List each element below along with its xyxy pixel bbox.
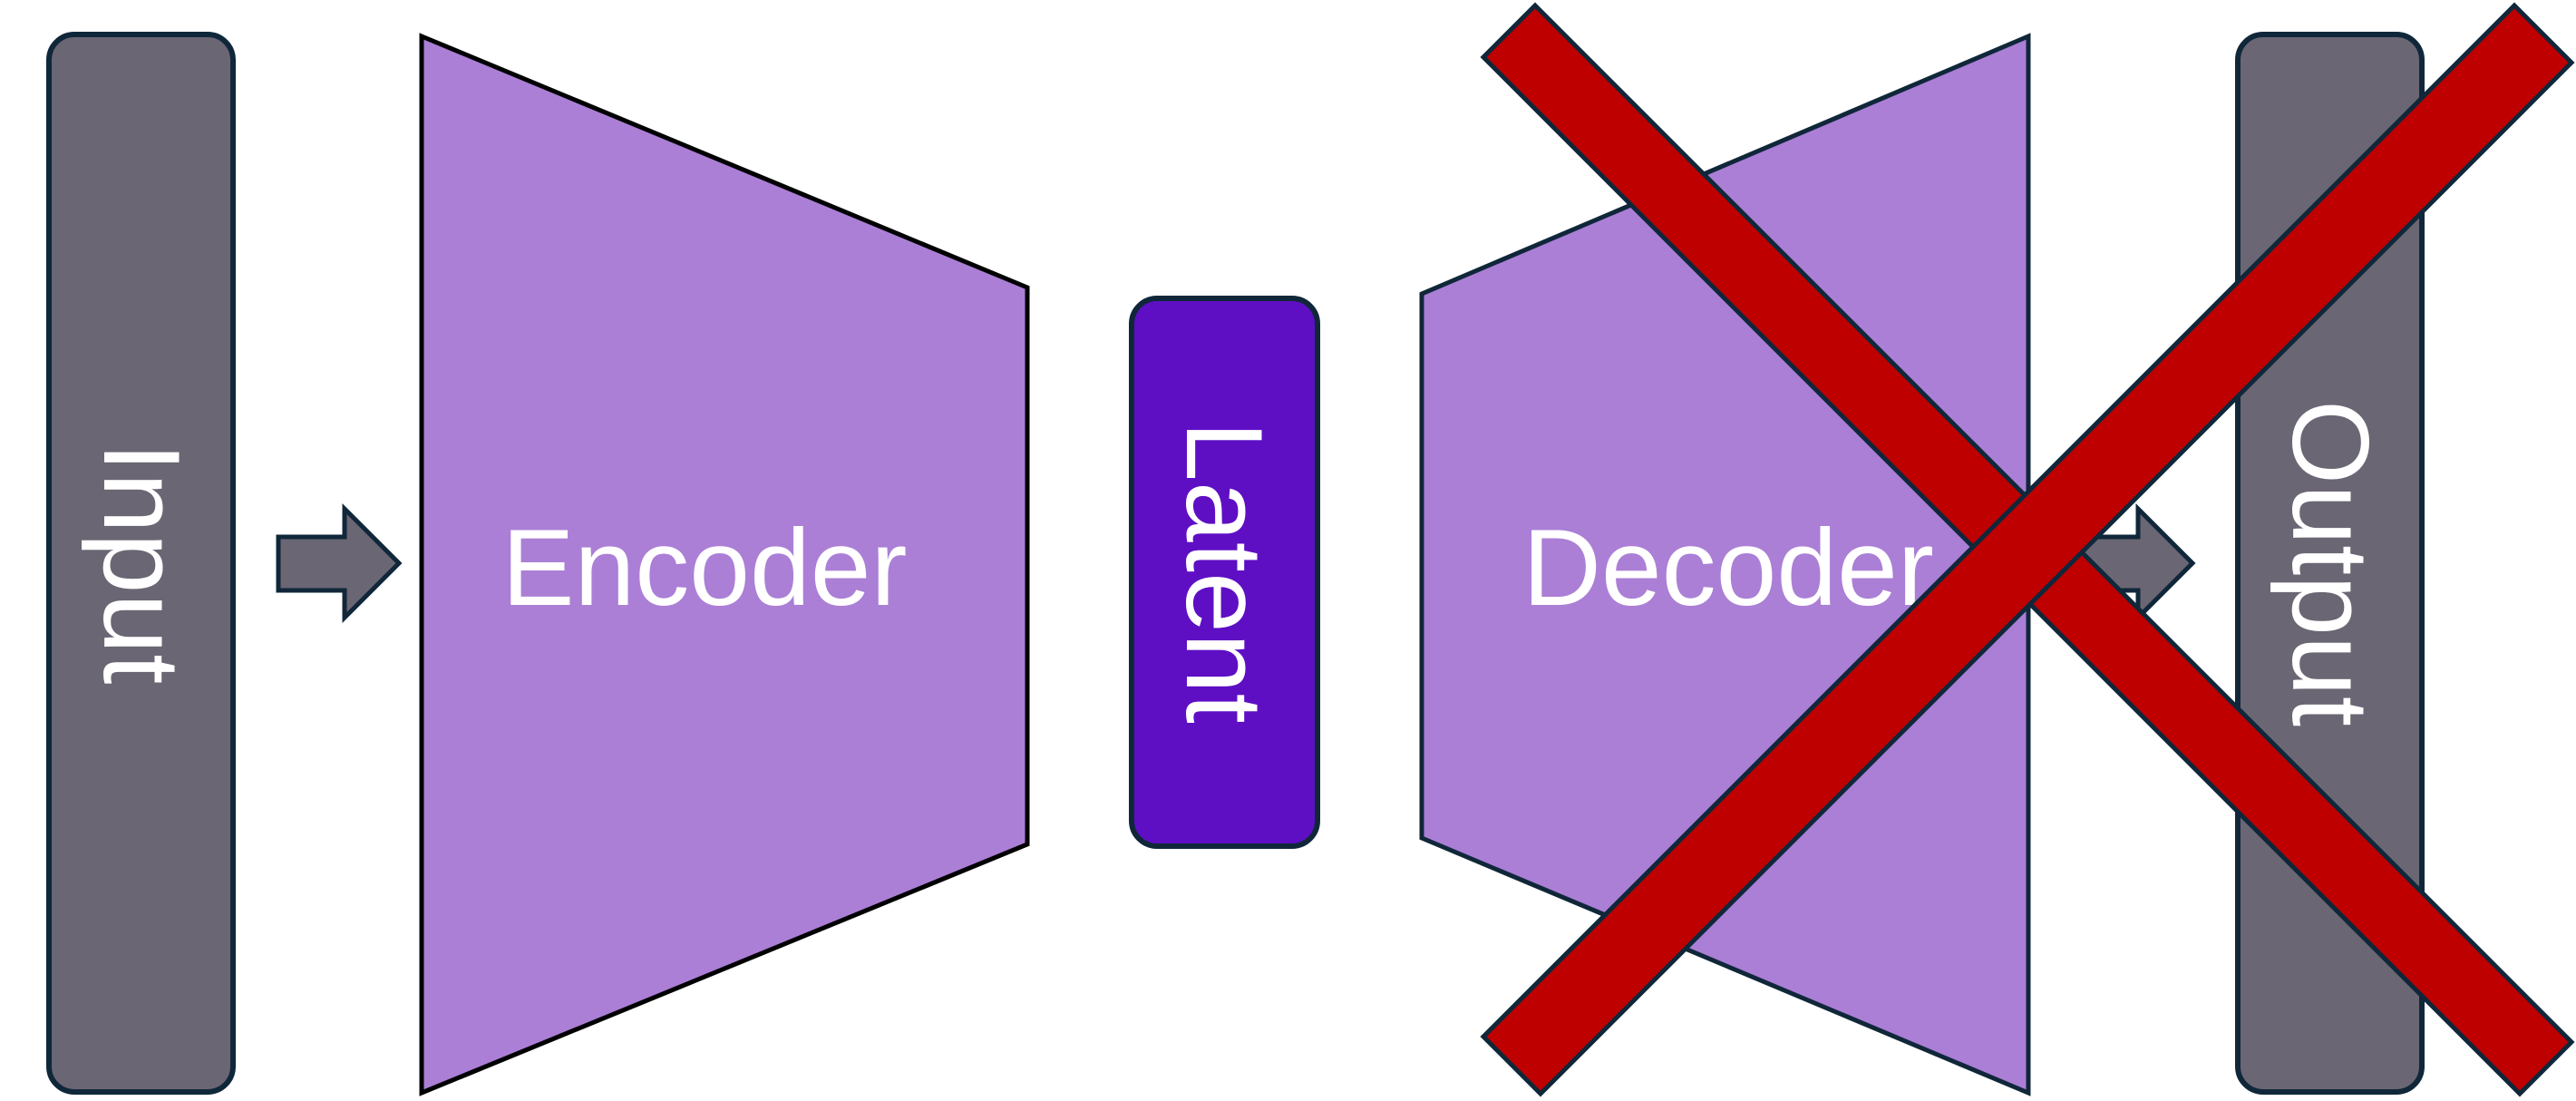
input-label: Input: [81, 443, 202, 685]
decoder-block: Decoder: [1419, 33, 2031, 1096]
encoder-label: Encoder: [502, 507, 908, 628]
input-block: Input: [46, 32, 236, 1095]
encoder-block: Encoder: [419, 33, 1030, 1096]
latent-block: Latent: [1129, 296, 1320, 849]
decoder-shape: [1419, 33, 2031, 1096]
output-label: Output: [2270, 400, 2391, 726]
input-box: [46, 32, 236, 1095]
arrow-input-to-encoder: [276, 502, 403, 624]
latent-box: [1129, 296, 1320, 849]
cross-stroke-2: [1480, 2, 2575, 1097]
cross-out-mark: [1480, 2, 2575, 1097]
encoder-shape: [419, 33, 1030, 1096]
decoder-label: Decoder: [1522, 507, 1934, 628]
latent-label: Latent: [1163, 421, 1285, 724]
